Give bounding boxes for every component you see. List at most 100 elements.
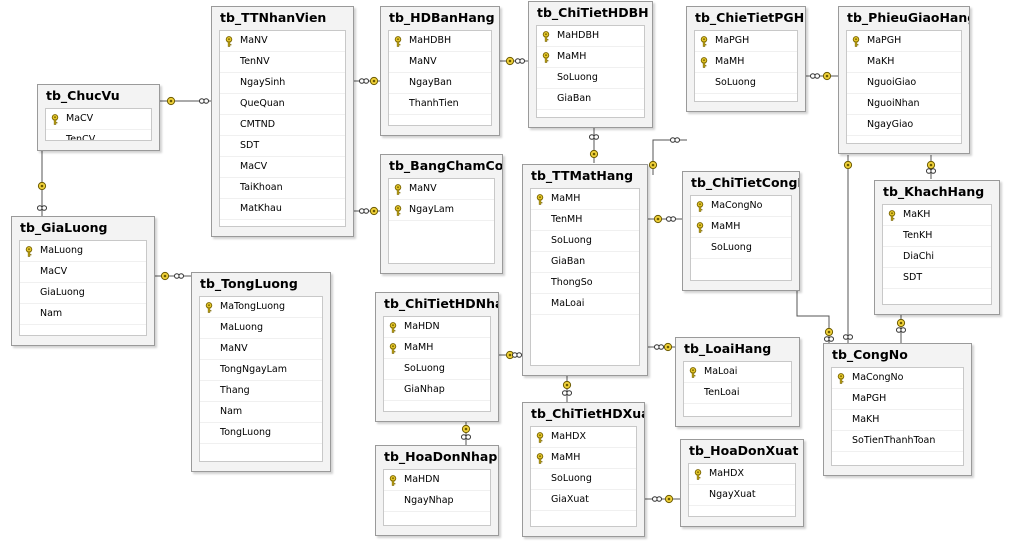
column-row[interactable]: SoLuong bbox=[695, 73, 797, 94]
many-endpoint-icon bbox=[512, 352, 522, 358]
column-row[interactable]: GiaLuong bbox=[20, 283, 146, 304]
primary-key-column-row[interactable]: MaLuong bbox=[20, 241, 146, 262]
primary-key-column-row[interactable]: MaPGH bbox=[695, 31, 797, 52]
primary-key-column-row[interactable]: NgayLam bbox=[389, 200, 494, 221]
column-name: MaKH bbox=[903, 209, 931, 220]
column-row[interactable]: TenNV bbox=[220, 52, 345, 73]
column-row[interactable]: SoLuong bbox=[691, 238, 791, 259]
column-row[interactable]: MaCV bbox=[20, 262, 146, 283]
column-row[interactable]: SDT bbox=[883, 268, 991, 289]
primary-key-column-row[interactable]: MaNV bbox=[389, 179, 494, 200]
column-row[interactable]: NgayXuat bbox=[689, 485, 795, 506]
column-row[interactable]: CMTND bbox=[220, 115, 345, 136]
column-row[interactable]: NgayBan bbox=[389, 73, 491, 94]
column-row[interactable]: TongNgayLam bbox=[200, 360, 322, 381]
column-row[interactable]: TenKH bbox=[883, 226, 991, 247]
column-row[interactable]: MaKH bbox=[832, 410, 963, 431]
primary-key-icon bbox=[696, 201, 704, 212]
primary-key-column-row[interactable]: MaPGH bbox=[847, 31, 961, 52]
column-row[interactable]: QueQuan bbox=[220, 94, 345, 115]
column-row[interactable]: MaLoai bbox=[531, 294, 639, 315]
primary-key-column-row[interactable]: MaHDBH bbox=[389, 31, 491, 52]
many-endpoint-icon bbox=[896, 327, 906, 333]
column-row[interactable]: Nam bbox=[200, 402, 322, 423]
primary-key-column-row[interactable]: MaMH bbox=[531, 448, 636, 469]
column-name: SoLuong bbox=[551, 235, 592, 246]
column-row[interactable]: Nam bbox=[20, 304, 146, 325]
column-row[interactable]: MatKhau bbox=[220, 199, 345, 220]
primary-key-column-row[interactable]: MaMH bbox=[537, 47, 644, 68]
column-row[interactable]: ThongSo bbox=[531, 273, 639, 294]
column-row[interactable]: MaPGH bbox=[832, 389, 963, 410]
primary-key-column-row[interactable]: MaHDX bbox=[689, 464, 795, 485]
column-row[interactable]: MaNV bbox=[200, 339, 322, 360]
column-row[interactable]: TaiKhoan bbox=[220, 178, 345, 199]
column-row[interactable]: SDT bbox=[220, 136, 345, 157]
column-row[interactable]: MaNV bbox=[389, 52, 491, 73]
primary-key-column-row[interactable]: MaCV bbox=[46, 109, 151, 130]
primary-key-column-row[interactable]: MaKH bbox=[883, 205, 991, 226]
column-row[interactable]: ThanhTien bbox=[389, 94, 491, 115]
column-name: MaMH bbox=[715, 56, 745, 67]
primary-key-column-row[interactable]: MaMH bbox=[691, 217, 791, 238]
primary-key-column-row[interactable]: MaHDX bbox=[531, 427, 636, 448]
column-row[interactable]: NgaySinh bbox=[220, 73, 345, 94]
primary-key-column-row[interactable]: MaHDN bbox=[384, 317, 490, 338]
column-row[interactable]: SoTienThanhToan bbox=[832, 431, 963, 452]
primary-key-column-row[interactable]: MaCongNo bbox=[832, 368, 963, 389]
column-row[interactable]: NgayNhap bbox=[384, 491, 490, 512]
column-row[interactable]: GiaNhap bbox=[384, 380, 490, 401]
table-chitietcongno[interactable]: tb_ChiTietCongNoMaCongNoMaMHSoLuong bbox=[682, 171, 800, 291]
column-row[interactable]: GiaBan bbox=[531, 252, 639, 273]
table-chitiethdnhap[interactable]: tb_ChiTietHDNhapMaHDNMaMHSoLuongGiaNhap bbox=[375, 292, 499, 422]
rel-congno-chitietcongno bbox=[796, 290, 830, 343]
primary-key-column-row[interactable]: MaMH bbox=[384, 338, 490, 359]
column-row[interactable]: Thang bbox=[200, 381, 322, 402]
primary-key-column-row[interactable]: MaTongLuong bbox=[200, 297, 322, 318]
column-row[interactable]: MaCV bbox=[220, 157, 345, 178]
primary-key-column-row[interactable]: MaMH bbox=[531, 189, 639, 210]
column-row[interactable]: SoLuong bbox=[537, 68, 644, 89]
table-bangchamcong[interactable]: tb_BangChamCongMaNVNgayLam bbox=[380, 154, 503, 274]
primary-key-column-row[interactable]: MaMH bbox=[695, 52, 797, 73]
key-endpoint-icon bbox=[505, 56, 515, 66]
primary-key-column-row[interactable]: MaHDN bbox=[384, 470, 490, 491]
primary-key-column-row[interactable]: MaHDBH bbox=[537, 26, 644, 47]
column-row[interactable]: DiaChi bbox=[883, 247, 991, 268]
column-list: MaPGH MaMH SoLuong bbox=[694, 30, 798, 102]
column-name: MaPGH bbox=[867, 35, 902, 46]
primary-key-column-row[interactable]: MaLoai bbox=[684, 362, 791, 383]
column-name: MaTongLuong bbox=[220, 301, 286, 312]
column-row[interactable]: TenCV bbox=[46, 130, 151, 140]
column-row[interactable]: NguoiNhan bbox=[847, 94, 961, 115]
column-row[interactable]: MaKH bbox=[847, 52, 961, 73]
column-row[interactable]: NguoiGiao bbox=[847, 73, 961, 94]
column-row[interactable]: SoLuong bbox=[531, 231, 639, 252]
column-row[interactable]: SoLuong bbox=[384, 359, 490, 380]
column-row[interactable]: TenMH bbox=[531, 210, 639, 231]
column-row[interactable]: NgayGiao bbox=[847, 115, 961, 136]
primary-key-column-row[interactable]: MaNV bbox=[220, 31, 345, 52]
column-row[interactable]: GiaXuat bbox=[531, 490, 636, 511]
primary-key-column-row[interactable]: MaCongNo bbox=[691, 196, 791, 217]
column-row[interactable]: TenLoai bbox=[684, 383, 791, 404]
column-row[interactable]: TongLuong bbox=[200, 423, 322, 444]
column-row[interactable]: SoLuong bbox=[531, 469, 636, 490]
column-row[interactable]: GiaBan bbox=[537, 89, 644, 110]
column-row[interactable]: MaLuong bbox=[200, 318, 322, 339]
